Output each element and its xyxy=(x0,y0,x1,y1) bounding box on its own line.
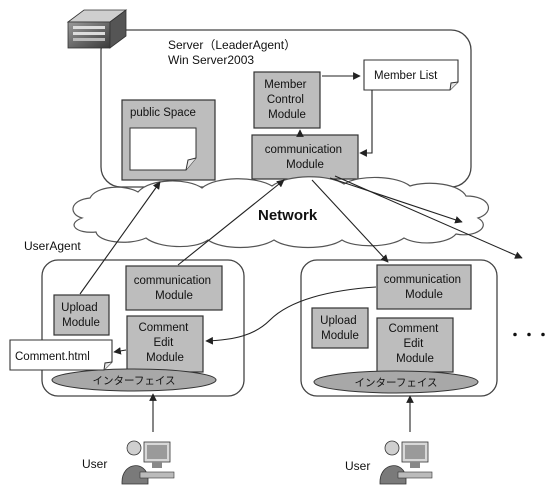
right-comment-edit-line1: Comment xyxy=(388,323,439,335)
arrow-upload-to-public-space xyxy=(79,181,161,295)
right-user-agent-panel: communication Module Upload Module Comme… xyxy=(300,259,498,397)
server-title-line1: Server（LeaderAgent） xyxy=(168,38,296,52)
comment-file-box: Comment.html xyxy=(9,339,113,371)
svg-text:communication Module: communication Module xyxy=(265,144,346,171)
right-user-label: User xyxy=(345,459,370,473)
right-comment-edit-line3: Module xyxy=(396,353,434,365)
network-cloud: Network xyxy=(72,176,490,249)
left-upload-module: Upload Module xyxy=(53,294,110,336)
document-icon xyxy=(129,127,197,171)
arrow-server-to-others-2 xyxy=(334,175,523,259)
server-title-line2: Win Server2003 xyxy=(168,53,254,67)
left-comment-edit-module: Comment Edit Module xyxy=(126,315,204,373)
left-comment-edit-line2: Edit xyxy=(153,337,174,349)
server-communication-line1: communication xyxy=(265,144,342,156)
left-interface-bar: インターフェイス xyxy=(51,368,217,392)
person-at-computer-icon xyxy=(121,440,175,485)
user-agent-label: UserAgent xyxy=(24,239,81,253)
more-agents-ellipsis: ・・・・ xyxy=(508,327,548,343)
member-list-box: Member List xyxy=(363,59,459,91)
flow-arrows xyxy=(79,72,523,432)
server-panel: Server（LeaderAgent） Win Server2003 publi… xyxy=(100,29,472,188)
right-upload-line1: Upload xyxy=(320,315,356,327)
server-computer-icon xyxy=(66,9,128,49)
left-communication-module: communication Module xyxy=(125,265,223,311)
member-list-label: Member List xyxy=(374,70,438,82)
left-upload-line2: Module xyxy=(62,317,100,329)
right-interface-label: インターフェイス xyxy=(354,377,437,389)
right-upload-module: Upload Module xyxy=(311,307,369,349)
arrow-server-to-right-comm xyxy=(311,179,389,263)
svg-text:communication Module: communication Module xyxy=(384,274,465,301)
member-control-line1: Member xyxy=(264,79,306,91)
right-communication-line2: Module xyxy=(405,289,443,301)
arrow-edit-to-comment-file xyxy=(113,347,127,355)
right-comment-edit-line2: Edit xyxy=(403,338,424,350)
server-communication-module: communication Module xyxy=(251,134,359,180)
comment-file-label: Comment.html xyxy=(15,351,90,363)
member-control-line3: Module xyxy=(268,109,306,121)
left-user-label: User xyxy=(82,457,107,471)
network-label: Network xyxy=(258,207,318,224)
left-upload-line1: Upload xyxy=(61,302,97,314)
right-interface-bar: インターフェイス xyxy=(313,370,479,394)
left-comment-edit-line3: Module xyxy=(146,352,184,364)
svg-text:Upload Module: Upload Module xyxy=(320,315,360,342)
svg-text:Upload Module: Upload Module xyxy=(61,302,101,329)
arrow-server-to-others-1 xyxy=(329,177,463,224)
left-communication-line2: Module xyxy=(155,290,193,302)
left-communication-line1: communication xyxy=(134,275,211,287)
left-user-agent-panel: communication Module Upload Module Comme… xyxy=(41,259,245,397)
public-space-label: public Space xyxy=(130,107,196,119)
member-control-module: Member Control Module xyxy=(253,71,321,129)
right-comment-edit-module: Comment Edit Module xyxy=(376,317,454,373)
person-at-computer-icon xyxy=(379,440,433,485)
svg-text:Comment Edit M: Comment Edit Module xyxy=(138,322,191,364)
svg-text:Comment Edit M: Comment Edit Module xyxy=(388,323,441,365)
arrow-list-to-communication xyxy=(359,90,373,157)
right-communication-line1: communication xyxy=(384,274,461,286)
arrow-left-comm-to-server xyxy=(177,179,285,266)
left-comment-edit-line1: Comment xyxy=(138,322,189,334)
svg-text:communication Module: communication Module xyxy=(134,275,215,302)
svg-text:Member Control: Member Control Module xyxy=(264,79,309,121)
server-communication-line2: Module xyxy=(286,159,324,171)
right-upload-line2: Module xyxy=(321,330,359,342)
right-user: User xyxy=(345,440,433,485)
public-space-box: public Space xyxy=(121,99,216,181)
left-user: User xyxy=(82,440,175,485)
member-control-line2: Control xyxy=(267,94,304,106)
left-interface-label: インターフェイス xyxy=(92,375,175,387)
right-communication-module: communication Module xyxy=(376,264,472,310)
arrow-right-comm-to-left-edit xyxy=(205,286,377,345)
